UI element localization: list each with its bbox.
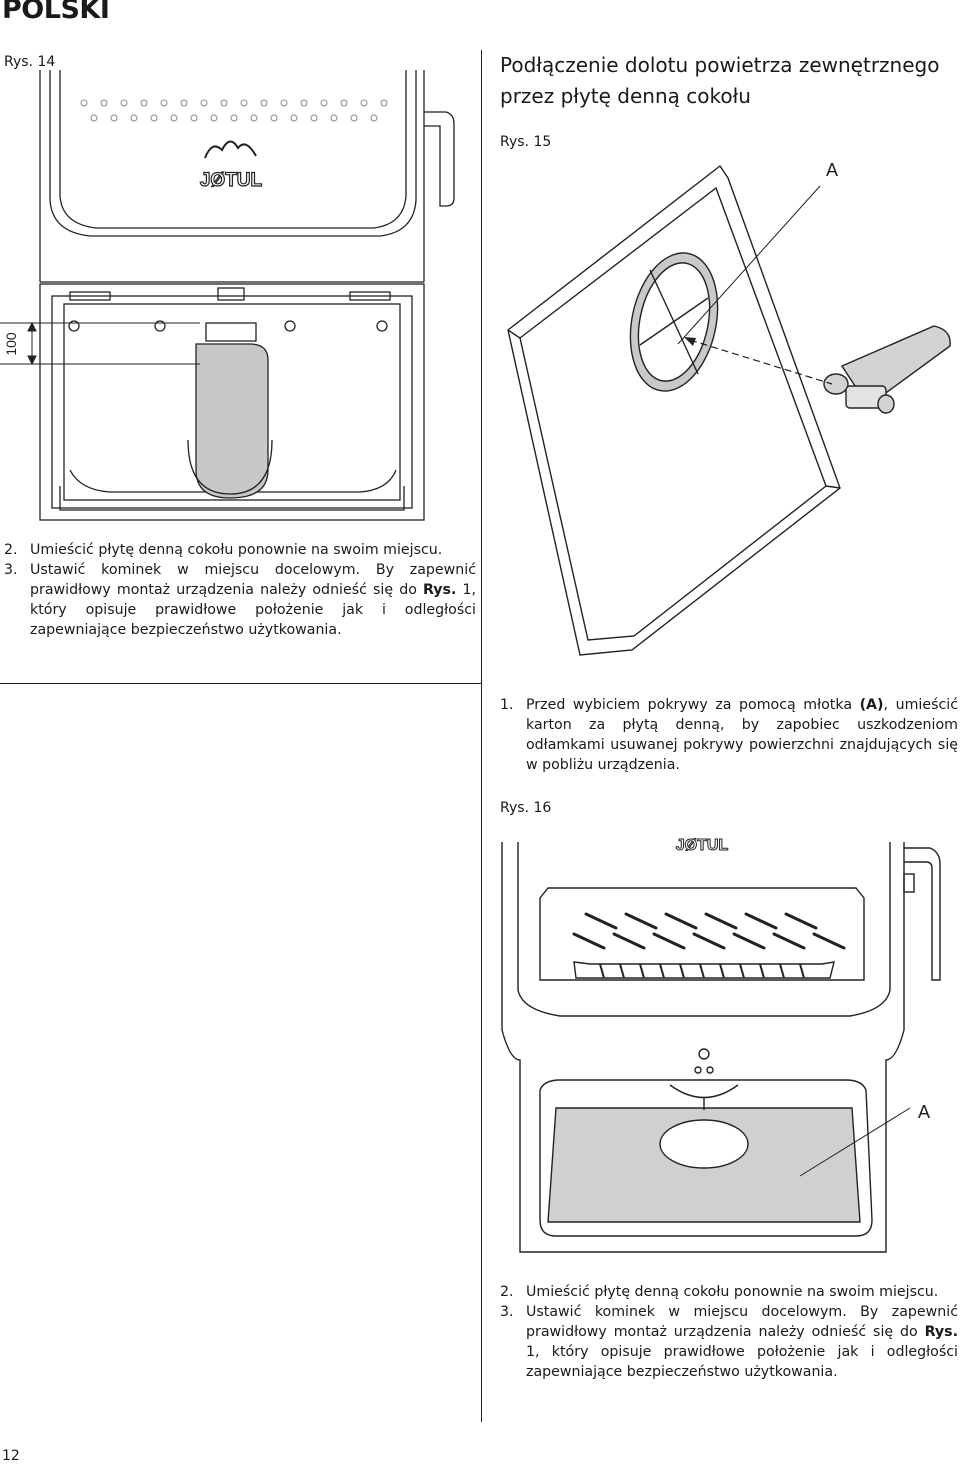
- page-number: 12: [2, 1448, 20, 1464]
- right-instructions: 2. Umieścić płytę denną cokołu ponownie …: [500, 1282, 958, 1382]
- fig14-illustration: JØTUL 100: [0, 70, 455, 521]
- column-divider: [481, 50, 482, 1422]
- fig14-dimension-label: 100: [3, 332, 19, 356]
- fig15-illustration: A: [507, 160, 951, 656]
- right-step-1: 1. Przed wybiciem pokrywy za pomocą młot…: [500, 695, 958, 775]
- list-item: 2. Umieścić płytę denną cokołu ponownie …: [4, 542, 443, 558]
- fig15-callout-a: A: [826, 160, 838, 180]
- fig14-logo: JØTUL: [200, 170, 263, 191]
- fig16-illustration: JØTUL A: [501, 837, 941, 1253]
- fig16-callout-a: A: [918, 1102, 930, 1122]
- fig15-label: Rys. 15: [500, 134, 552, 150]
- fig14-label: Rys. 14: [4, 54, 56, 70]
- list-item: 3. Ustawić kominek w miejscu docelowym. …: [500, 1304, 958, 1380]
- list-item: 3. Ustawić kominek w miejscu docelowym. …: [4, 562, 476, 638]
- fig16-logo: JØTUL: [676, 837, 729, 854]
- fig16-label: Rys. 16: [500, 800, 552, 816]
- left-instructions: 2. Umieścić płytę denną cokołu ponownie …: [4, 540, 476, 640]
- language-header: POLSKI: [2, 0, 110, 25]
- section-heading: Podłączenie dolotu powietrza zewnętrzneg…: [500, 53, 940, 108]
- list-item: 2. Umieścić płytę denną cokołu ponownie …: [500, 1284, 939, 1300]
- section-divider: [0, 683, 481, 684]
- list-item: 1. Przed wybiciem pokrywy za pomocą młot…: [500, 697, 959, 773]
